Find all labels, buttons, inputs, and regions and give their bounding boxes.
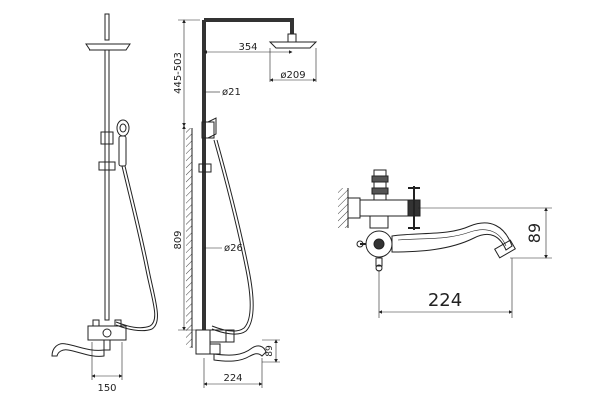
side-lower-height-label: 809 (173, 230, 184, 249)
side-head-diameter-label: ø209 (280, 70, 305, 81)
front-top-cap (104, 13, 110, 41)
side-lower-bracket (198, 163, 212, 173)
front-view (51, 13, 158, 380)
front-mixer-body (87, 325, 127, 341)
front-hose (115, 165, 156, 329)
side-hose (211, 139, 251, 332)
front-hand-shower-head (116, 119, 130, 137)
side-spout-length-label: 224 (223, 373, 242, 384)
side-pipe-upper-diameter-label: ø21 (222, 87, 241, 98)
side-arm-length-label: 354 (238, 42, 257, 53)
detail-spout (391, 222, 513, 253)
front-lower-bracket (98, 161, 116, 171)
detail-top-outlet (373, 169, 387, 201)
detail-mixer-body (359, 199, 409, 217)
side-pipe-lower-diameter-label: ø26 (224, 243, 243, 254)
front-riser-pipe (104, 49, 110, 321)
detail-wall-connector (347, 197, 361, 219)
detail-spout-aerator (494, 239, 516, 259)
side-spout (213, 345, 267, 362)
side-view (178, 18, 318, 388)
detail-spout-height-label: 89 (525, 223, 544, 243)
front-hand-shower-handle (118, 135, 127, 167)
side-upper-height-label: 445-503 (173, 52, 184, 94)
side-mixer-body (195, 329, 211, 355)
detail-spout-length-label: 224 (428, 290, 462, 311)
side-wall-hatch (186, 128, 192, 348)
detail-wall-hatch (338, 188, 348, 228)
side-overhead-arm (204, 18, 294, 34)
front-shower-head (85, 43, 131, 51)
front-slide-holder (100, 131, 114, 145)
front-spout (51, 343, 105, 357)
front-mixer-diverter (102, 328, 112, 338)
front-width-label: 150 (97, 383, 116, 394)
detail-view (338, 169, 552, 318)
side-shower-head (268, 41, 318, 49)
side-spout-height-label: 89 (265, 345, 275, 357)
